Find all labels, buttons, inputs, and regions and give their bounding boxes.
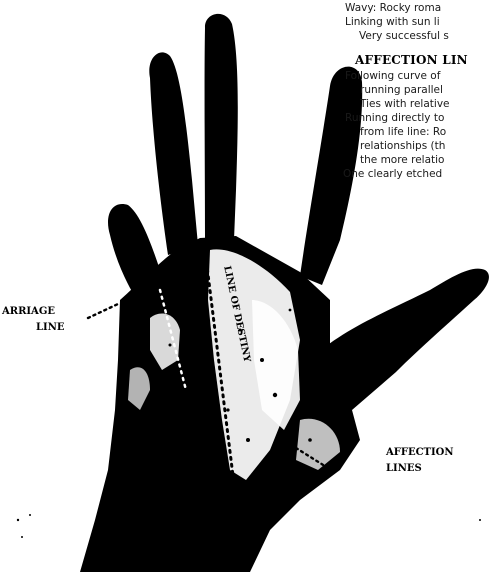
affection-label-line1: AFFECTION bbox=[386, 447, 454, 459]
affection-line-4: Running directly to bbox=[345, 112, 444, 125]
marriage-label-line1: ARRIAGE bbox=[2, 306, 55, 318]
middle-finger bbox=[205, 14, 238, 240]
affection-label-line2: LINES bbox=[386, 463, 422, 475]
affection-line-1: Following curve of bbox=[345, 70, 440, 83]
text-line-2: Linking with sun li bbox=[345, 16, 440, 29]
text-line-1: Wavy: Rocky roma bbox=[345, 2, 441, 15]
affection-line-5: from life line: Ro bbox=[360, 126, 446, 139]
text-line-3: Very successful s bbox=[359, 30, 449, 43]
affection-line-6: relationships (th bbox=[360, 140, 445, 153]
affection-line-3: Ties with relative bbox=[360, 98, 450, 111]
affection-heading: AFFECTION LIN bbox=[355, 53, 468, 67]
marriage-pointer bbox=[88, 304, 118, 318]
affection-line-2: running parallel bbox=[360, 84, 443, 97]
affection-line-7: the more relatio bbox=[360, 154, 444, 167]
ring-finger bbox=[149, 52, 198, 255]
marriage-label-line2: LINE bbox=[36, 322, 64, 334]
affection-line-8: One clearly etched bbox=[343, 168, 442, 181]
